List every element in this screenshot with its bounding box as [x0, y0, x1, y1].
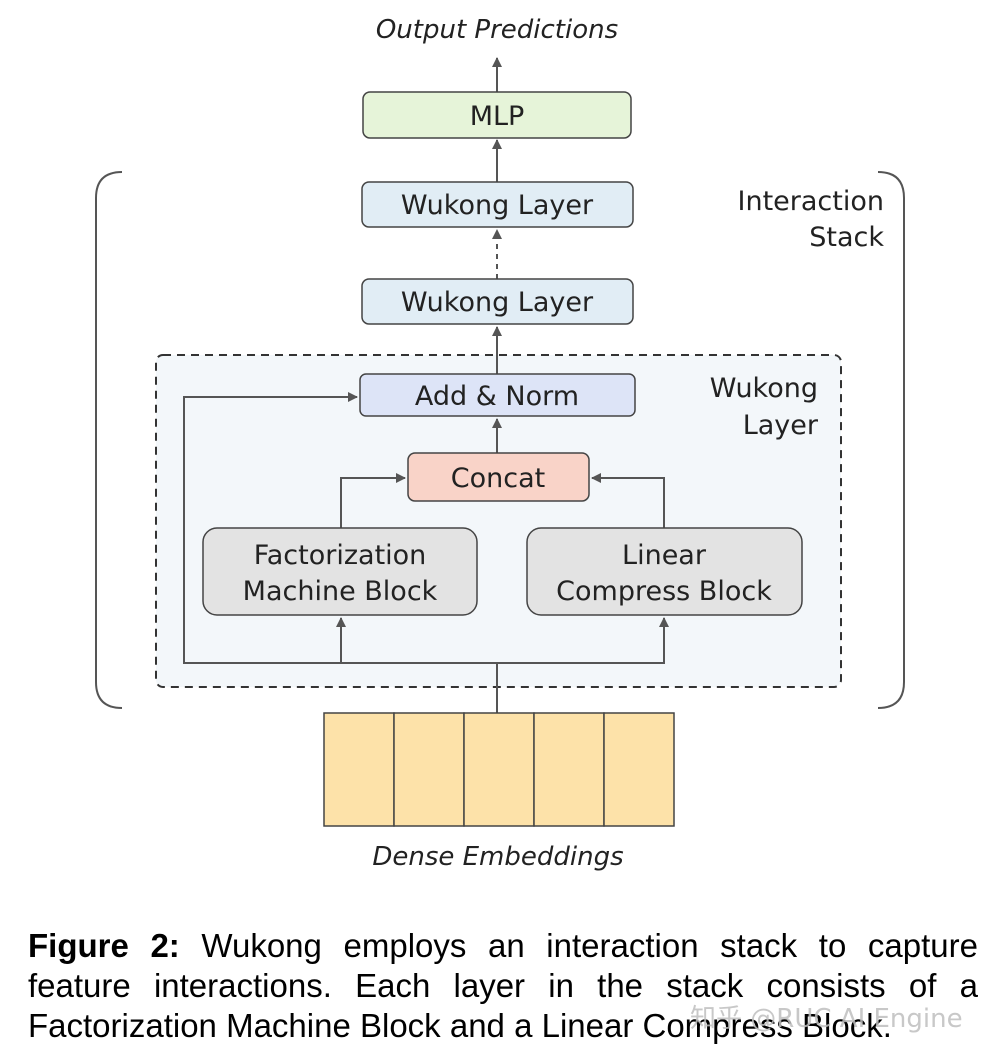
interaction-stack-right-bracket — [877, 171, 905, 709]
factorization-machine-block: Factorization Machine Block — [202, 527, 478, 616]
wukong-layer-top-label: Wukong Layer — [401, 190, 594, 221]
arrow-lcb-to-concat — [591, 473, 665, 528]
mlp-block: MLP — [362, 91, 632, 139]
watermark: 知乎 @RUC AI Engine — [690, 1004, 963, 1034]
interaction-stack-label-line2: Stack — [809, 222, 884, 253]
wukong-layer-bottom: Wukong Layer — [361, 278, 634, 325]
arrow-input-to-fm — [336, 617, 497, 664]
caption-text: Wukong employs an interaction stack to c… — [28, 927, 978, 1044]
arrow-fm-to-concat — [340, 473, 406, 528]
embedding-cell — [323, 712, 395, 827]
mlp-label: MLP — [470, 101, 525, 132]
wukong-architecture-diagram: Output Predictions MLP Interaction Stack… — [95, 15, 905, 872]
wukong-layer-bottom-label: Wukong Layer — [401, 287, 594, 318]
embedding-cell — [393, 712, 465, 827]
linear-compress-block: Linear Compress Block — [526, 527, 803, 616]
embedding-cell — [603, 712, 675, 827]
concat-label: Concat — [451, 463, 545, 494]
embedding-cell — [463, 712, 535, 827]
figure-label: Figure 2: — [28, 927, 180, 964]
dense-embeddings-label: Dense Embeddings — [372, 842, 623, 872]
figure-caption: Figure 2: Wukong employs an interaction … — [28, 926, 978, 1046]
fm-block-label-line1: Factorization — [254, 540, 427, 571]
add-norm-label: Add & Norm — [415, 381, 579, 412]
lcb-block-label-line2: Compress Block — [556, 576, 772, 607]
interaction-stack-label-line1: Interaction — [738, 186, 884, 217]
wukong-layer-detail-label-line2: Layer — [743, 410, 819, 441]
wukong-layer-detail-label-line1: Wukong — [710, 373, 818, 404]
embedding-cell — [533, 712, 605, 827]
add-norm-block: Add & Norm — [359, 373, 636, 417]
interaction-stack-left-bracket — [95, 171, 123, 709]
output-predictions-label: Output Predictions — [376, 15, 618, 45]
concat-block: Concat — [407, 452, 590, 502]
dense-embeddings — [323, 712, 675, 827]
arrow-input-to-lcb — [497, 617, 669, 664]
lcb-block-label-line1: Linear — [622, 540, 707, 571]
wukong-layer-top: Wukong Layer — [361, 181, 634, 228]
fm-block-label-line2: Machine Block — [243, 576, 438, 607]
